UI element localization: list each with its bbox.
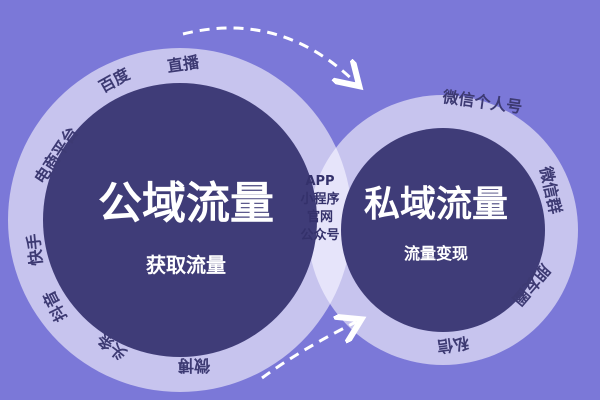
bridge-item-website: 官网: [307, 209, 333, 225]
bridge-item-official-account: 公众号: [300, 227, 339, 243]
private-title: 私域流量: [364, 184, 508, 225]
channel-label-live: 直播: [166, 52, 201, 76]
public-core: [43, 83, 317, 357]
arrow-top-icon: [182, 26, 355, 82]
private-subtitle: 流量变现: [404, 244, 468, 263]
public-subtitle: 获取流量: [146, 253, 226, 277]
channel-label-private-message: 私信: [436, 333, 470, 356]
private-core: [341, 128, 545, 332]
channel-label-kuaishou: 快手: [24, 233, 46, 267]
public-title: 公域流量: [98, 178, 274, 229]
bridge-item-app: APP: [305, 174, 334, 189]
channel-label-weibo: 微博: [178, 356, 211, 375]
bridge-item-miniprogram: 小程序: [300, 191, 339, 207]
